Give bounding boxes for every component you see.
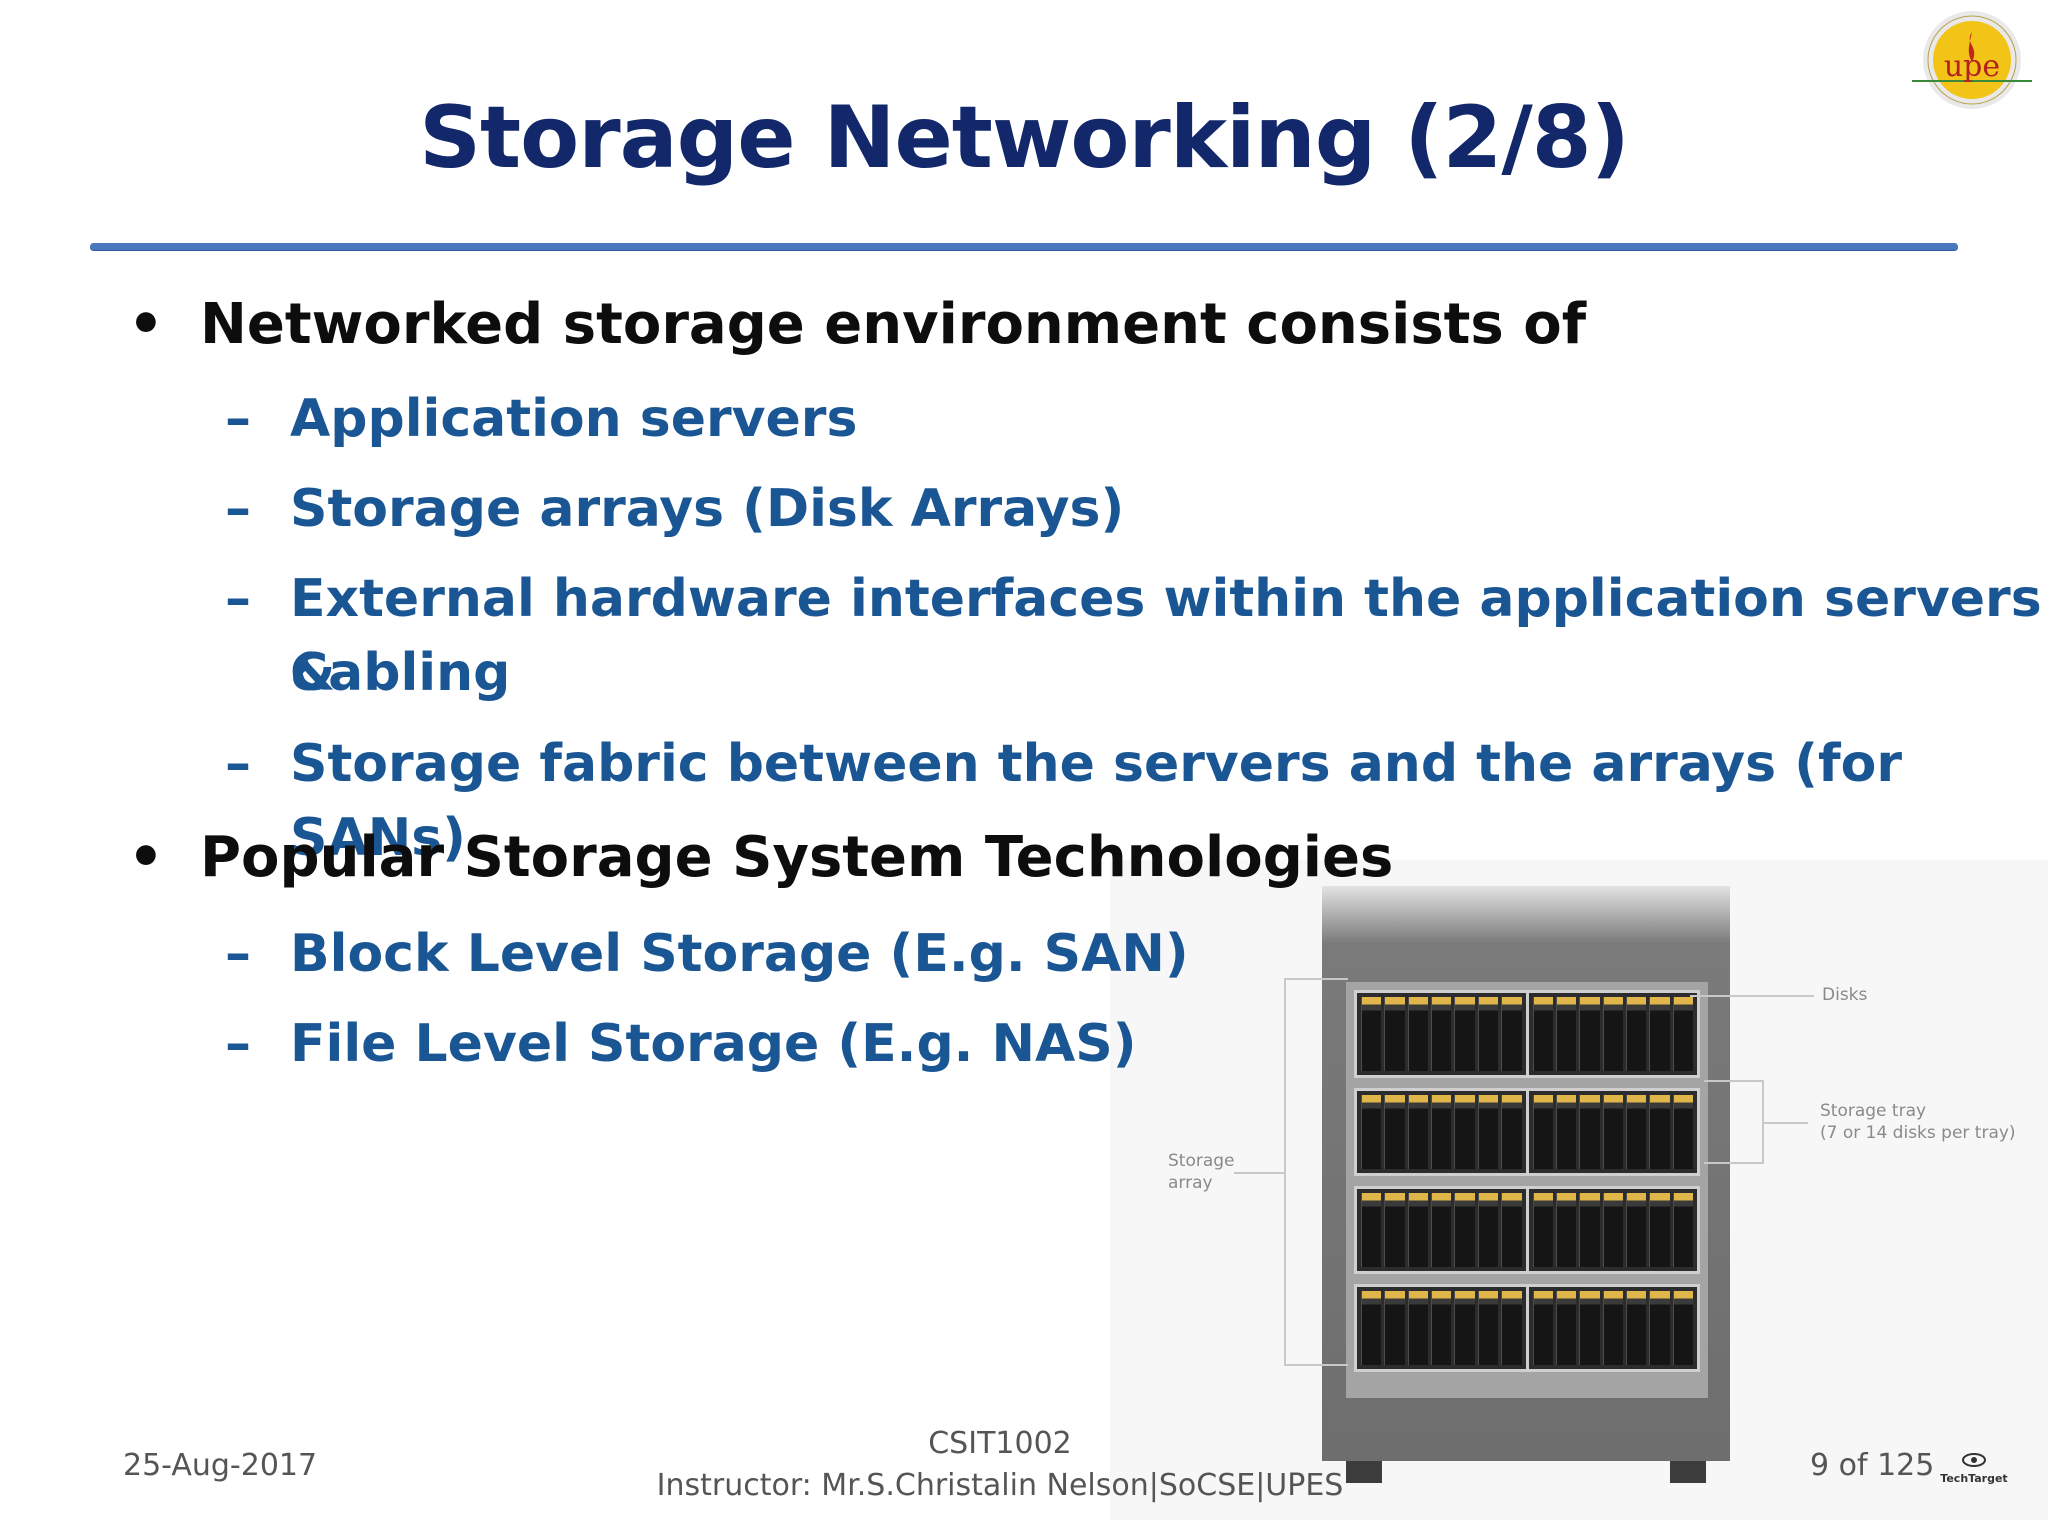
section-heading-2: • Popular Storage System Technologies <box>128 825 1394 890</box>
list-item: – Storage arrays (Disk Arrays) <box>225 472 1125 546</box>
array-leader <box>1234 1172 1284 1174</box>
list-item: – External hardware interfaces within th… <box>225 562 2048 710</box>
array-label: array <box>1168 1173 1213 1193</box>
list-item: – Storage fabric between the servers and… <box>225 727 2048 875</box>
dash-icon: – <box>225 569 251 629</box>
list-item: – File Level Storage (E.g. NAS) <box>225 1007 1137 1081</box>
item-text: File Level Storage (E.g. NAS) <box>290 1014 1137 1074</box>
dash-icon: – <box>225 734 251 794</box>
item-text: External hardware interfaces within the … <box>290 569 2042 703</box>
dash-icon: – <box>225 389 251 449</box>
logo-text: upe <box>1944 49 2000 84</box>
footer-course: CSIT1002 <box>928 1426 1072 1461</box>
list-item-continuation: Cabling <box>290 636 510 710</box>
storage-tray <box>1354 1186 1700 1274</box>
storage-tray-label: Storage tray <box>1820 1101 1927 1121</box>
techtarget-logo: TechTarget <box>1940 1453 2008 1485</box>
disks-leader <box>1690 995 1814 997</box>
item-text: Storage fabric between the servers and t… <box>290 734 1902 868</box>
list-item: – Block Level Storage (E.g. SAN) <box>225 917 1189 991</box>
item-text: Application servers <box>290 389 858 449</box>
rack-bay <box>1346 982 1708 1398</box>
rack-cabinet <box>1322 886 1730 1483</box>
dash-icon: – <box>225 924 251 984</box>
list-item: – Application servers <box>225 382 858 456</box>
item-text: Block Level Storage (E.g. SAN) <box>290 924 1189 984</box>
upes-logo: upe <box>1912 11 2032 109</box>
storage-tray <box>1354 1088 1700 1176</box>
bullet-icon: • <box>128 825 164 890</box>
storage-tray-note: (7 or 14 disks per tray) <box>1820 1123 2016 1143</box>
heading-text: Networked storage environment consists o… <box>200 292 1587 357</box>
footer-page-number: 9 of 125 <box>1810 1448 1935 1483</box>
rack-foot <box>1346 1461 1382 1483</box>
storage-array-figure: Disks Storage tray (7 or 14 disks per tr… <box>1110 860 2048 1520</box>
array-bracket <box>1284 978 1286 1366</box>
storage-tray <box>1354 1284 1700 1372</box>
storage-tray <box>1354 990 1700 1078</box>
heading-text: Popular Storage System Technologies <box>200 825 1394 890</box>
footer-instructor: Instructor: Mr.S.Christalin Nelson|SoCSE… <box>656 1468 1344 1503</box>
footer-date: 25-Aug-2017 <box>123 1448 318 1483</box>
dash-icon: – <box>225 479 251 539</box>
dash-icon: – <box>225 1014 251 1074</box>
section-heading-1: • Networked storage environment consists… <box>128 292 1587 357</box>
bullet-icon: • <box>128 292 164 357</box>
item-text: Storage arrays (Disk Arrays) <box>290 479 1125 539</box>
storage-label: Storage <box>1168 1151 1235 1171</box>
rack-foot <box>1670 1461 1706 1483</box>
disks-label: Disks <box>1822 985 1868 1005</box>
item-text: Cabling <box>290 643 511 703</box>
title-divider <box>90 243 1958 250</box>
techtarget-text: TechTarget <box>1940 1472 2007 1485</box>
slide-title: Storage Networking (2/8) <box>419 88 1630 188</box>
